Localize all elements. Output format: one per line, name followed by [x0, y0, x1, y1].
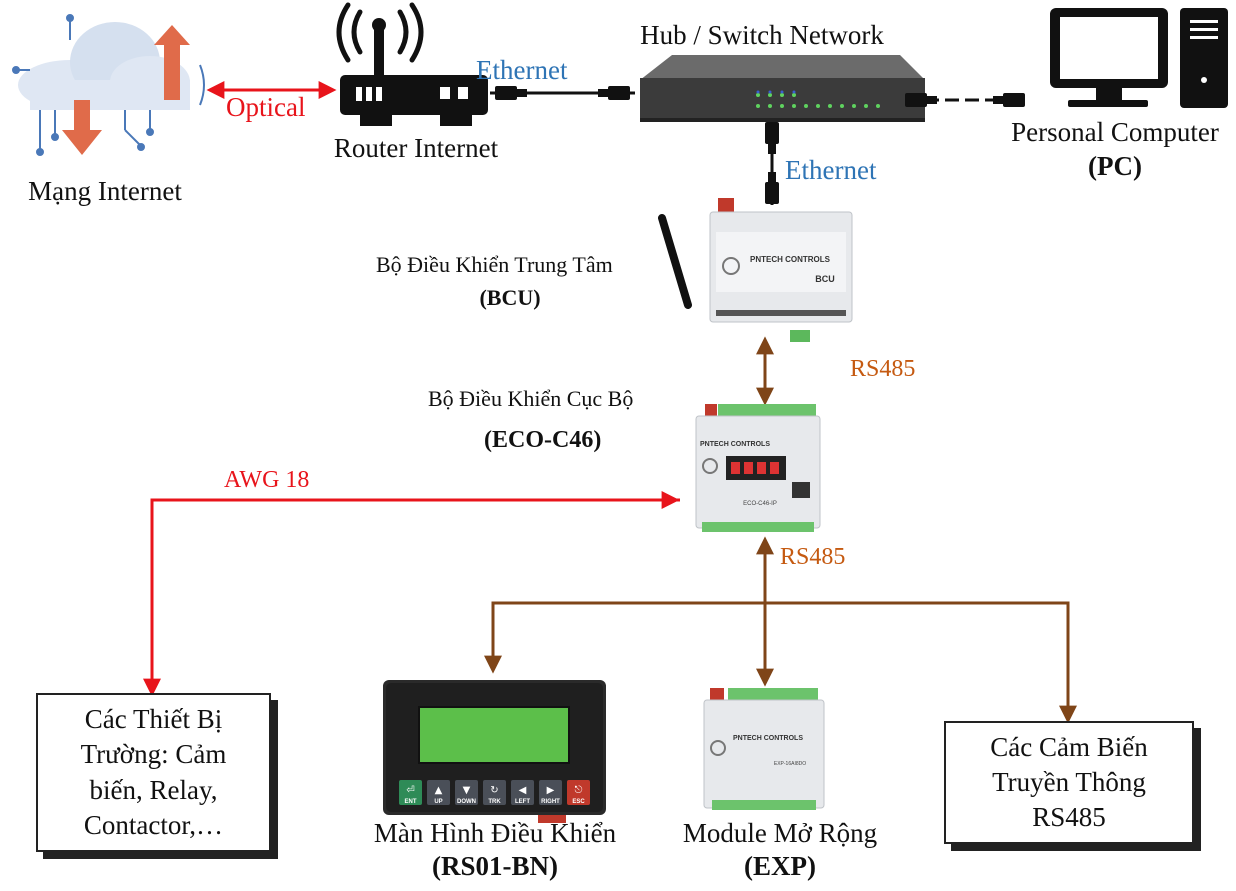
eco-controller-device: PNTECH CONTROLS ECO-C46-IP [695, 404, 821, 532]
field-devices-box: Các Thiết Bị Trường: Cảm biến, Relay, Co… [36, 693, 271, 852]
hmi-key-glyph-icon: ⏎ [406, 785, 414, 796]
hmi-key-up [427, 780, 450, 805]
exp-model-text: EXP-16AI8DO [774, 761, 806, 767]
hmi-key-right [539, 780, 562, 805]
rs485-sensors-box: Các Cảm Biến Truyền Thông RS485 [944, 721, 1194, 844]
bcu-model-text: BCU [815, 274, 835, 284]
internet-label: Mạng Internet [28, 176, 182, 206]
hmi-key-glyph-icon: ▼ [463, 785, 471, 796]
hmi-label-bold: (RS01-BN) [432, 851, 558, 881]
ethernet-cable-switch-bcu [765, 122, 779, 205]
hmi-key-glyph-icon: ▶ [547, 785, 555, 796]
cloud-network-icon [12, 14, 205, 156]
exp-label-bold: (EXP) [744, 851, 816, 881]
exp-module-device: PNTECH CONTROLS EXP-16AI8DO [703, 688, 825, 810]
exp-label: Module Mở Rộng [682, 818, 878, 848]
desktop-computer-icon [1050, 8, 1228, 108]
field-devices-label: Các Thiết Bị Trường: Cảm biến, Relay, Co… [80, 704, 227, 840]
bcu-brand-text: PNTECH CONTROLS [750, 255, 831, 264]
wifi-router-icon [336, 2, 488, 126]
hmi-key-label: UP [434, 799, 442, 805]
pc-label-bold: (PC) [1088, 151, 1142, 181]
hmi-display-device: ⏎ ENT ▲ UP ▼ DOWN ↻ TRK ◀ LEFT ▶ RIGHT ⎋ ESC [383, 680, 606, 823]
optical-label: Optical [226, 92, 306, 122]
hmi-key-glyph-icon: ↻ [490, 785, 498, 796]
rs485-bus [491, 536, 1070, 718]
rs485-label-bcu: RS485 [850, 356, 916, 382]
ethernet-label-bcu: Ethernet [785, 155, 877, 185]
switch-label: Hub / Switch Network [640, 20, 884, 50]
hmi-key-glyph-icon: ◀ [519, 785, 527, 796]
hmi-key-label: ENT [405, 799, 417, 805]
exp-brand-text: PNTECH CONTROLS [733, 735, 803, 742]
eco-brand-text: PNTECH CONTROLS [700, 441, 770, 448]
hmi-key-label: RIGHT [541, 799, 560, 805]
router-label: Router Internet [333, 133, 499, 163]
hmi-label: Màn Hình Điều Khiển [373, 818, 617, 848]
ethernet-cable-switch-pc [905, 93, 1025, 107]
bcu-label: Bộ Điều Khiển Trung Tâm [376, 252, 613, 277]
hmi-key-ent [399, 780, 422, 805]
bcu-controller-device: PNTECH CONTROLS BCU [658, 198, 853, 342]
hmi-key-trk [483, 780, 506, 805]
network-switch-icon [640, 55, 925, 122]
hmi-key-down [455, 780, 478, 805]
hmi-key-label: LEFT [515, 799, 530, 805]
rs485-label-eco: RS485 [780, 544, 846, 570]
awg18-link [143, 498, 680, 697]
hmi-key-label: ESC [572, 799, 585, 805]
eco-model-text: ECO-C46-IP [743, 501, 777, 507]
rs485-sensors-label: Các Cảm Biến Truyền Thông RS485 [990, 731, 1148, 833]
hmi-key-label: DOWN [457, 799, 476, 805]
hmi-key-label: TRK [488, 799, 501, 805]
eco-label-bold: (ECO-C46) [484, 427, 602, 453]
pc-label: Personal Computer [1011, 117, 1219, 147]
awg18-label: AWG 18 [224, 467, 310, 493]
bcu-label-bold: (BCU) [479, 285, 541, 310]
hmi-key-esc [567, 780, 590, 805]
eco-label: Bộ Điều Khiển Cục Bộ [428, 386, 634, 411]
hmi-key-glyph-icon: ⎋ [575, 785, 583, 796]
ethernet-label-router: Ethernet [476, 55, 568, 85]
ethernet-cable-router-switch [490, 86, 635, 100]
hmi-key-left [511, 780, 534, 805]
hmi-key-glyph-icon: ▲ [435, 785, 443, 796]
